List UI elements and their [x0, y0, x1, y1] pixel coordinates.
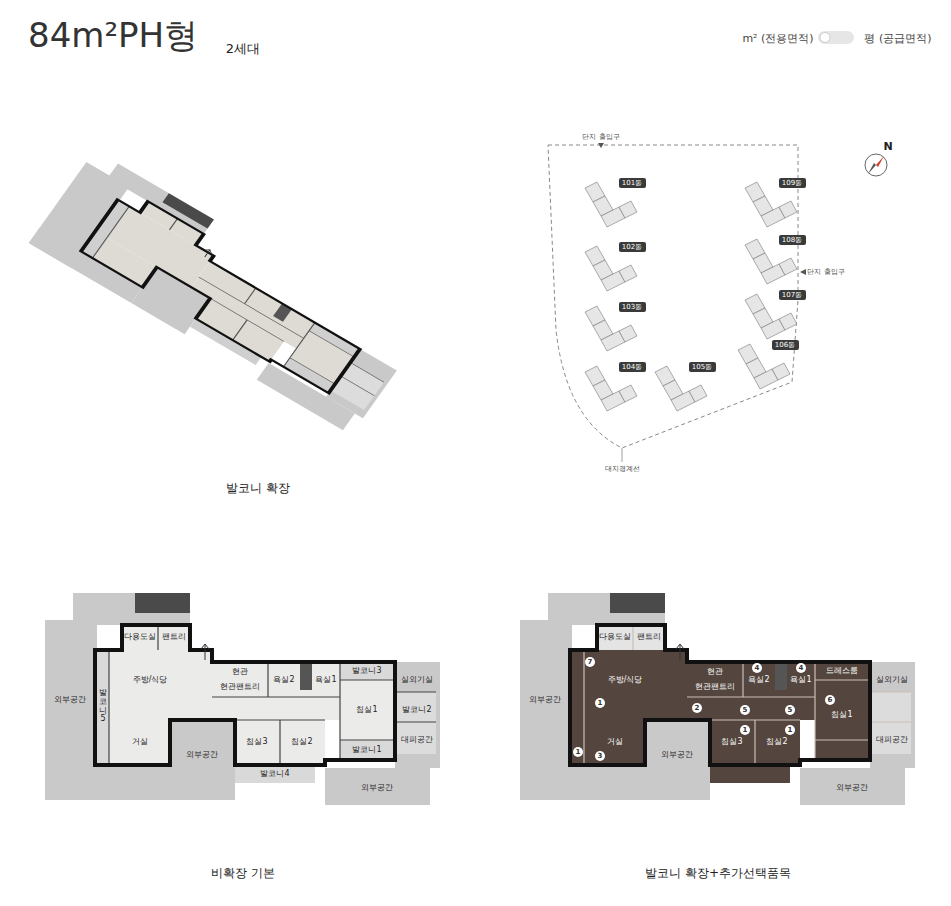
callout-number: 5: [785, 705, 795, 715]
room-label: 침실1: [356, 706, 377, 714]
building-tag: 108동: [779, 235, 806, 245]
room-label: 발코니4: [260, 770, 289, 778]
view-caption: 발코니 확장: [226, 482, 290, 494]
callout-number: 6: [825, 695, 835, 705]
floor-plan-extended: [520, 593, 915, 805]
building-tag: 102동: [619, 242, 646, 252]
building-footprints: [585, 182, 797, 411]
boundary-label: 대지경계선: [605, 466, 640, 473]
room-label: 욕실2: [273, 676, 294, 684]
isometric-plan: [27, 150, 419, 435]
room-label: 거실: [607, 738, 623, 746]
callout-number: 1: [740, 725, 750, 735]
room-label: 외부공간: [661, 751, 693, 759]
building-name: 103동: [622, 304, 642, 311]
room-label: 팬트리: [162, 633, 186, 641]
entrance-arrow: [800, 269, 806, 275]
building-name: 107동: [782, 292, 802, 299]
room-label: 침실2: [766, 738, 787, 746]
entrance-arrow: [598, 143, 604, 148]
entrance-label: 단지 출입구: [807, 269, 844, 276]
toggle-track: [818, 31, 854, 44]
room-label: 침실3: [246, 738, 267, 746]
building-tag: 106동: [772, 340, 799, 350]
room-label: 팬트리: [637, 633, 661, 641]
building-name: 108동: [782, 237, 802, 244]
room-label: 침실1: [831, 711, 852, 719]
compass-north: N: [883, 141, 892, 152]
room-label: 거실: [132, 738, 148, 746]
building-tag: 103동: [619, 302, 646, 312]
room-label: 실외기실: [401, 676, 433, 684]
building-tag: 101동: [619, 178, 646, 188]
room-label: 발코니3: [352, 667, 381, 675]
room-label: 다용도실: [599, 633, 631, 641]
entrance-label: 단지 출입구: [582, 134, 619, 141]
building-name: 109동: [782, 180, 802, 187]
room-label: 외부공간: [361, 784, 393, 792]
room-label: 다용도실: [124, 633, 156, 641]
building-tag: 105동: [689, 362, 716, 372]
room-label: 외부공간: [54, 696, 86, 704]
callout-number: 7: [585, 657, 595, 667]
building-name: 104동: [622, 364, 642, 371]
building-name: 101동: [622, 180, 642, 187]
room-label: 외부공간: [529, 696, 561, 704]
room-label: 침실2: [291, 738, 312, 746]
room-label: 발코니1: [352, 746, 381, 754]
page-title: 84m²PH형: [28, 18, 198, 52]
callout-number: 4: [752, 663, 762, 673]
building-tag: 104동: [619, 362, 646, 372]
leader-line: [622, 448, 623, 462]
room-label: 발코니5: [99, 689, 107, 724]
room-label: 드레스룸: [826, 667, 858, 675]
building-tag: 107동: [779, 290, 806, 300]
room-label: 실외기실: [876, 676, 908, 684]
toggle-knob: [820, 33, 830, 43]
room-label: 주방/식당: [133, 676, 168, 684]
room-label: 욕실2: [748, 676, 769, 684]
callout-number: 5: [740, 705, 750, 715]
building-tag: 109동: [779, 178, 806, 188]
room-label: 욕실1: [315, 676, 336, 684]
callout-number: 1: [785, 725, 795, 735]
room-label: 대피공간: [401, 736, 433, 744]
building-name: 105동: [692, 364, 712, 371]
room-label: 현관팬트리: [695, 683, 735, 691]
callout-number: 4: [796, 663, 806, 673]
site-boundary: [548, 145, 798, 448]
compass: [865, 154, 887, 176]
toggle-label: m² (전용면적): [742, 33, 813, 44]
unit-count: 2세대: [226, 42, 260, 55]
room-label: 현관: [707, 668, 723, 676]
room-label: 주방/식당: [608, 676, 643, 684]
plan-caption: 비확장 기본: [211, 867, 275, 879]
floor-plan-basic: [45, 593, 440, 805]
room-label: 외부공간: [186, 751, 218, 759]
building-name: 106동: [775, 342, 795, 349]
callout-number: 2: [692, 703, 702, 713]
callout-number: 1: [595, 698, 605, 708]
plan-caption: 발코니 확장+추가선택품목: [645, 867, 791, 879]
room-label: 욕실1: [790, 676, 811, 684]
callout-number: 3: [595, 751, 605, 761]
room-label: 현관: [232, 668, 248, 676]
room-label: 침실3: [721, 738, 742, 746]
room-label: 현관팬트리: [220, 683, 260, 691]
room-label: 외부공간: [836, 784, 868, 792]
room-label: 대피공간: [876, 736, 908, 744]
room-label: 발코니2: [402, 706, 431, 714]
toggle-label: 평 (공급면적): [864, 33, 931, 44]
building-name: 102동: [622, 244, 642, 251]
callout-number: 1: [573, 747, 583, 757]
